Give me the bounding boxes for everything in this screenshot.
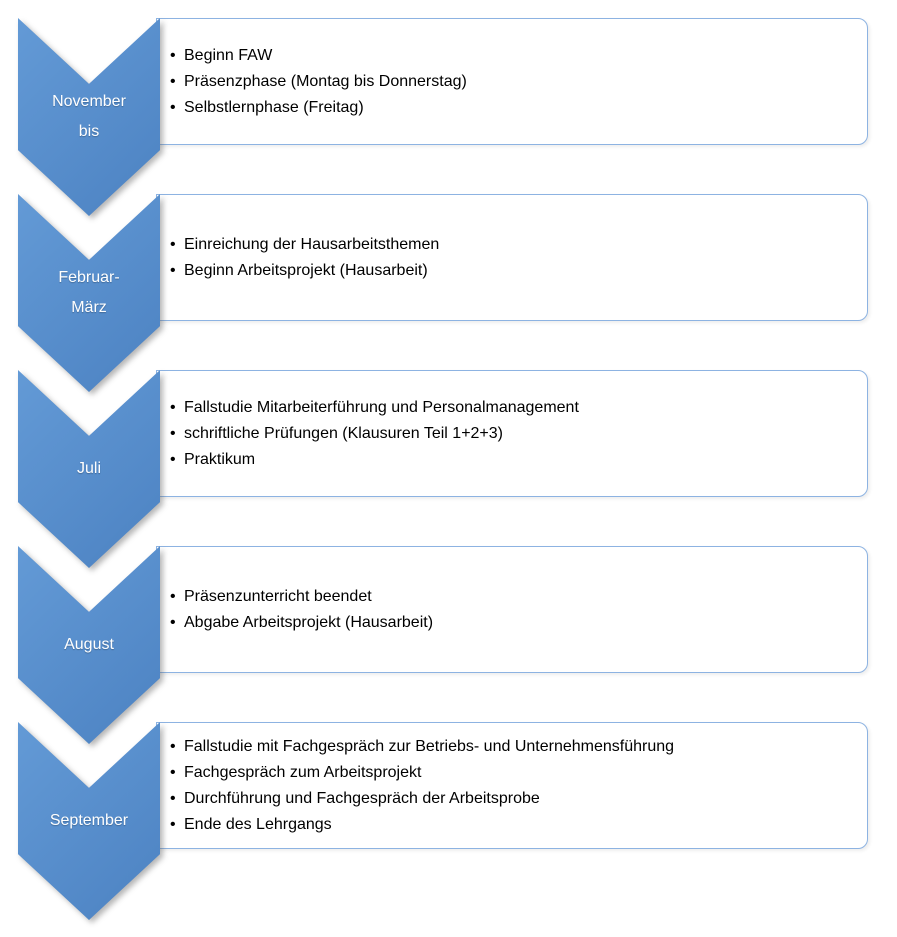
- chevron-down-arrow: November bis: [18, 18, 160, 216]
- bullet-item: schriftliche Prüfungen (Klausuren Teil 1…: [170, 421, 579, 447]
- bullet-item: Durchführung und Fachgespräch der Arbeit…: [170, 786, 674, 812]
- bullet-item: Fallstudie mit Fachgespräch zur Betriebs…: [170, 734, 674, 760]
- step-content-box: Fallstudie mit Fachgespräch zur Betriebs…: [156, 722, 868, 849]
- step-period-label: November bis: [18, 84, 160, 151]
- timeline-step: Präsenzunterricht beendetAbgabe Arbeitsp…: [0, 546, 897, 744]
- step-period-label-line: März: [71, 299, 107, 317]
- step-content-box: Präsenzunterricht beendetAbgabe Arbeitsp…: [156, 546, 868, 673]
- chevron-down-arrow: Februar- März: [18, 194, 160, 392]
- step-bullet-list: Fallstudie Mitarbeiterführung und Person…: [157, 395, 597, 473]
- step-period-label-line: Februar-: [58, 269, 120, 287]
- step-bullet-list: Einreichung der HausarbeitsthemenBeginn …: [157, 232, 457, 284]
- bullet-item: Ende des Lehrgangs: [170, 812, 674, 838]
- step-content-box: Einreichung der HausarbeitsthemenBeginn …: [156, 194, 868, 321]
- step-content-box: Beginn FAWPräsenzphase (Montag bis Donne…: [156, 18, 868, 145]
- bullet-item: Abgabe Arbeitsprojekt (Hausarbeit): [170, 610, 433, 636]
- timeline-step: Beginn FAWPräsenzphase (Montag bis Donne…: [0, 18, 897, 216]
- bullet-item: Einreichung der Hausarbeitsthemen: [170, 232, 439, 258]
- chevron-down-arrow: September: [18, 722, 160, 920]
- bullet-item: Präsenzunterricht beendet: [170, 584, 433, 610]
- bullet-item: Präsenzphase (Montag bis Donnerstag): [170, 69, 467, 95]
- bullet-item: Fachgespräch zum Arbeitsprojekt: [170, 760, 674, 786]
- chevron-down-arrow: Juli: [18, 370, 160, 568]
- step-period-label: Februar- März: [18, 260, 160, 327]
- step-period-label-line: bis: [78, 123, 100, 141]
- step-period-label: September: [18, 788, 160, 855]
- bullet-item: Praktikum: [170, 447, 579, 473]
- step-content-box: Fallstudie Mitarbeiterführung und Person…: [156, 370, 868, 497]
- step-bullet-list: Präsenzunterricht beendetAbgabe Arbeitsp…: [157, 584, 451, 636]
- bullet-item: Selbstlernphase (Freitag): [170, 95, 467, 121]
- step-bullet-list: Beginn FAWPräsenzphase (Montag bis Donne…: [157, 43, 485, 121]
- step-period-label-line: Juli: [76, 460, 101, 478]
- chevron-down-arrow: August: [18, 546, 160, 744]
- step-period-label: Juli: [18, 436, 160, 503]
- step-period-label-line: September: [49, 812, 129, 830]
- timeline-step: Einreichung der HausarbeitsthemenBeginn …: [0, 194, 897, 392]
- bullet-item: Beginn FAW: [170, 43, 467, 69]
- step-period-label-line: August: [64, 636, 114, 654]
- step-period-label: August: [18, 612, 160, 679]
- step-period-label-line: November: [52, 93, 126, 111]
- step-bullet-list: Fallstudie mit Fachgespräch zur Betriebs…: [157, 734, 692, 838]
- bullet-item: Fallstudie Mitarbeiterführung und Person…: [170, 395, 579, 421]
- bullet-item: Beginn Arbeitsprojekt (Hausarbeit): [170, 258, 439, 284]
- timeline-step: Fallstudie Mitarbeiterführung und Person…: [0, 370, 897, 568]
- timeline-step: Fallstudie mit Fachgespräch zur Betriebs…: [0, 722, 897, 920]
